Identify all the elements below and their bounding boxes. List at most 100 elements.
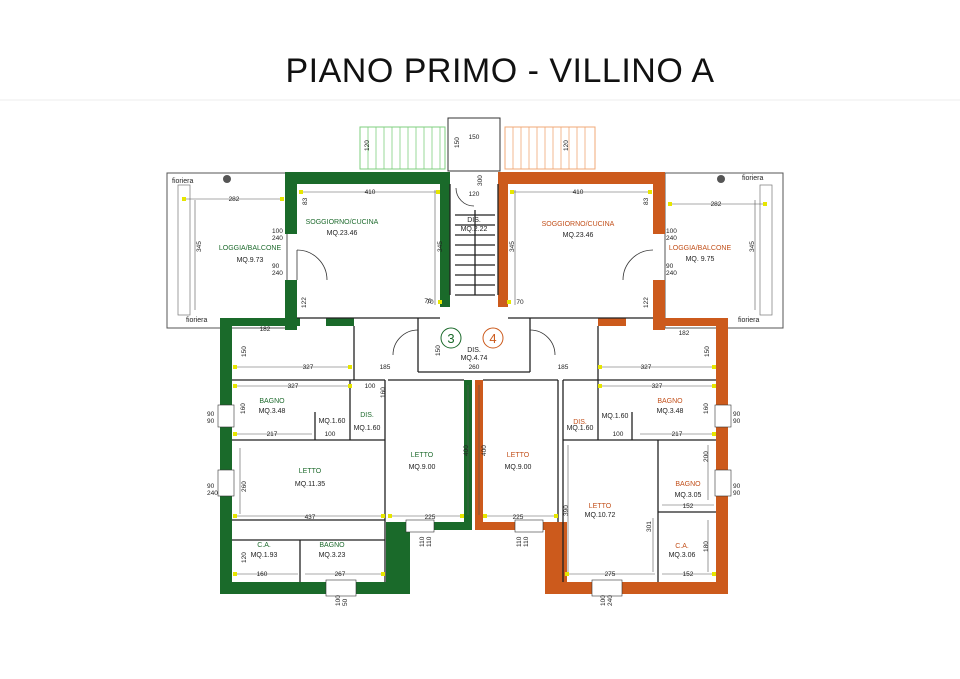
dim-text: 182	[679, 330, 690, 337]
room-name: LETTO	[299, 468, 322, 475]
windows	[217, 404, 732, 597]
dim-text: 100	[325, 431, 336, 438]
dim-text: 152	[683, 503, 694, 510]
planter-label: fioriera	[172, 178, 194, 185]
room-area: MQ.3.23	[319, 552, 346, 559]
room-area: MQ.2.22	[461, 226, 488, 233]
unit-marker-4: 4	[482, 327, 504, 349]
dim-text: 70	[426, 299, 434, 306]
dim-text: 260	[469, 364, 480, 371]
room-name: C.A.	[675, 543, 689, 550]
room-area: MQ.1.60	[319, 418, 346, 425]
dim-text: 150	[469, 134, 480, 141]
dimension-texts: 150 120 120 120 150 300 410 410 282 282 …	[196, 134, 756, 606]
room-name: SOGGIORNO/CUCINA	[306, 219, 379, 226]
dim-text: 185	[380, 364, 391, 371]
room-name: BAGNO	[259, 398, 285, 405]
room-area: MQ.3.48	[259, 408, 286, 415]
room-name: LOGGIA/BALCONE	[219, 245, 282, 252]
dim-text: 345	[196, 241, 203, 252]
room-name: C.A.	[257, 542, 271, 549]
dim-text: 10050	[335, 595, 349, 606]
dim-text: 100	[613, 431, 624, 438]
room-name: DIS.	[467, 217, 481, 224]
dim-text: 122	[301, 297, 308, 308]
room-area: MQ.23.46	[563, 232, 594, 239]
dim-text: 327	[288, 383, 299, 390]
dim-text: 160	[703, 403, 710, 414]
room-area: MQ.3.06	[669, 552, 696, 559]
unit-marker-3: 3	[440, 327, 462, 349]
dim-text: 110110	[419, 536, 433, 547]
dim-text: 275	[605, 571, 616, 578]
room-name: LETTO	[411, 452, 434, 459]
dim-text: 437	[305, 514, 316, 521]
dim-text: 120	[469, 191, 480, 198]
point-markers	[182, 190, 767, 576]
dim-text: 225	[425, 514, 436, 521]
dim-text: 160	[240, 403, 247, 414]
dim-text: 282	[711, 201, 722, 208]
dim-text: 327	[303, 364, 314, 371]
dim-text: 400	[481, 445, 488, 456]
dim-text: 100	[365, 383, 376, 390]
dim-text: 300	[477, 175, 484, 186]
dim-text: 301	[646, 521, 653, 532]
page-title: PIANO PRIMO - VILLINO A	[285, 52, 715, 90]
dim-text: 200	[703, 451, 710, 462]
dim-text: 160	[380, 387, 387, 398]
doors	[296, 187, 654, 356]
unit-marker-3-label: 3	[447, 331, 454, 346]
dim-text: 150	[454, 137, 461, 148]
dim-text: 70	[424, 298, 432, 305]
dim-text: 152	[683, 571, 694, 578]
room-area: MQ.9.00	[505, 464, 532, 471]
dim-text: 345	[749, 241, 756, 252]
dim-text: 182	[260, 326, 271, 333]
dim-text: 267	[335, 571, 346, 578]
drain-icon	[717, 175, 725, 183]
dim-text: 217	[267, 431, 278, 438]
room-name: DIS.	[573, 419, 587, 426]
room-area: MQ.1.60	[567, 425, 594, 432]
dim-text: 150	[435, 345, 442, 356]
dim-text: 122	[643, 297, 650, 308]
room-name: BAGNO	[319, 542, 345, 549]
room-name: DIS.	[360, 412, 374, 419]
planter-label: fioriera	[742, 175, 764, 182]
stair-left-top	[359, 126, 446, 170]
room-name: LOGGIA/BALCONE	[669, 245, 732, 252]
dim-text: 225	[513, 514, 524, 521]
stair-right-top	[504, 126, 596, 170]
room-area: MQ.1.93	[251, 552, 278, 559]
room-area: MQ.10.72	[585, 512, 616, 519]
dim-text: 120	[563, 140, 570, 151]
room-name: LETTO	[507, 452, 530, 459]
room-name: DIS.	[467, 347, 481, 354]
dim-text: 185	[558, 364, 569, 371]
dim-text: 83	[302, 197, 309, 205]
dim-text: 70	[516, 299, 524, 306]
dim-text: 410	[573, 189, 584, 196]
dim-text: 100240	[600, 595, 614, 606]
room-area: MQ.3.05	[675, 492, 702, 499]
dim-text: 83	[643, 197, 650, 205]
room-area: MQ.1.60	[602, 413, 629, 420]
room-name: BAGNO	[657, 398, 683, 405]
room-area: MQ.11.35	[295, 481, 325, 488]
dim-text: 410	[365, 189, 376, 196]
dim-text: 345	[437, 241, 444, 252]
dim-text: 150	[704, 346, 711, 357]
dim-text: 327	[652, 383, 663, 390]
room-name: LETTO	[589, 503, 612, 510]
planter-label: fioriera	[186, 317, 208, 324]
room-name: SOGGIORNO/CUCINA	[542, 221, 615, 228]
dim-text: 400	[463, 445, 470, 456]
